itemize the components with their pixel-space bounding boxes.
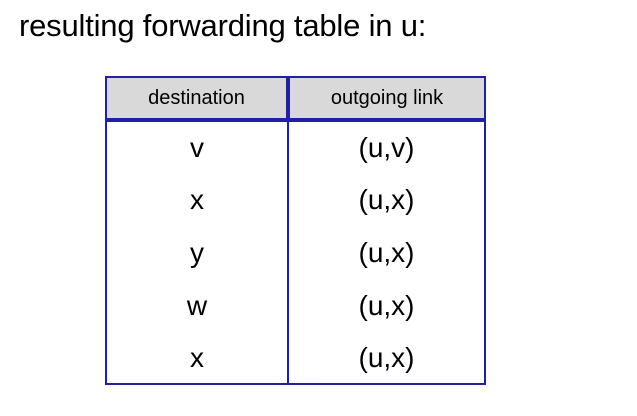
forwarding-table: destination outgoing link v (u,v) x (u,x… bbox=[105, 76, 486, 385]
table-header-row: destination outgoing link bbox=[105, 76, 486, 120]
table-header: destination outgoing link bbox=[105, 76, 486, 120]
cell-outgoing-link: (u,v) bbox=[288, 120, 486, 173]
cell-outgoing-link: (u,x) bbox=[288, 332, 486, 385]
table-row: x (u,x) bbox=[105, 332, 486, 385]
table-row: v (u,v) bbox=[105, 120, 486, 173]
table-body: v (u,v) x (u,x) y (u,x) w (u,x) x (u,x) bbox=[105, 120, 486, 385]
table-row: x (u,x) bbox=[105, 173, 486, 226]
table-row: y (u,x) bbox=[105, 226, 486, 279]
cell-destination: x bbox=[105, 332, 288, 385]
cell-destination: v bbox=[105, 120, 288, 173]
page-title: resulting forwarding table in u: bbox=[19, 8, 427, 43]
table-row: w (u,x) bbox=[105, 279, 486, 332]
cell-outgoing-link: (u,x) bbox=[288, 226, 486, 279]
cell-outgoing-link: (u,x) bbox=[288, 173, 486, 226]
cell-destination: x bbox=[105, 173, 288, 226]
cell-outgoing-link: (u,x) bbox=[288, 279, 486, 332]
cell-destination: w bbox=[105, 279, 288, 332]
column-header-destination: destination bbox=[105, 76, 288, 120]
cell-destination: y bbox=[105, 226, 288, 279]
column-header-outgoing-link: outgoing link bbox=[288, 76, 486, 120]
